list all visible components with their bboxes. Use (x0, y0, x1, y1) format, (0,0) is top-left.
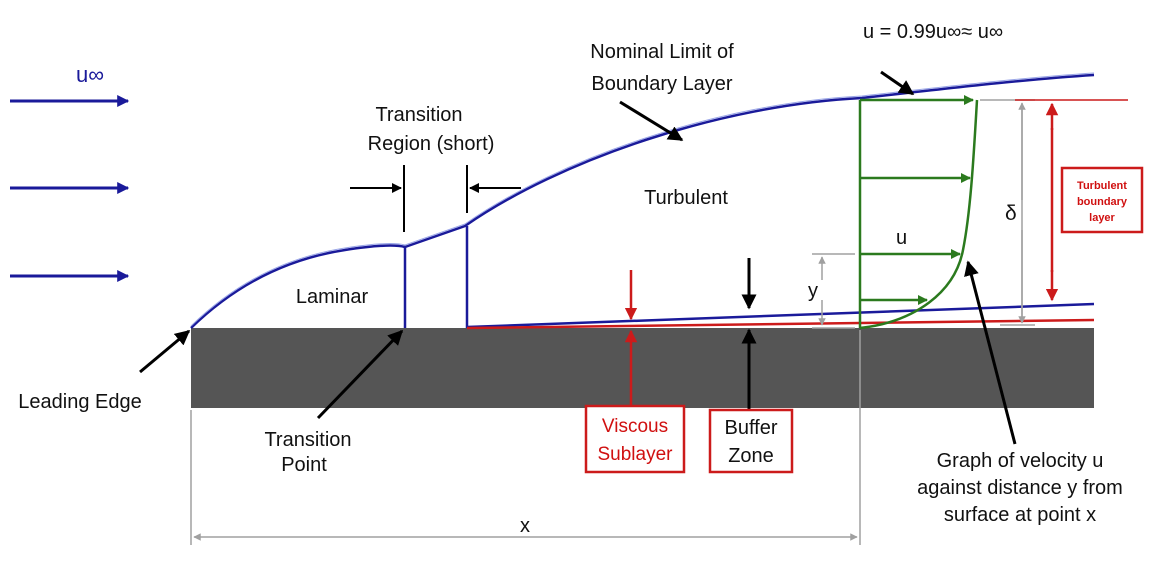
y-label: y (808, 280, 818, 302)
u-label: u (896, 227, 907, 249)
u-equation-pointer (880, 70, 915, 96)
viscous-sublayer-line (466, 318, 1095, 330)
buffer-zone-line (466, 302, 1095, 329)
transition-region-markers (350, 165, 521, 232)
viscous-sublayer-line1: Viscous (602, 416, 668, 437)
viscous-sublayer-box (584, 404, 686, 474)
pointer-arrows (139, 70, 1017, 445)
graph-caption-line1: Graph of velocity u (937, 450, 1104, 472)
transition-region-line2: Region (short) (368, 133, 495, 155)
transition-point-pointer (316, 329, 404, 420)
velocity-profile (858, 95, 979, 330)
y-dimension (812, 253, 855, 329)
turbulent-bl-box (1060, 166, 1144, 234)
x-dimension (190, 330, 861, 545)
u-infinity-label: u∞ (76, 62, 104, 87)
flat-plate (191, 328, 1094, 408)
nominal-limit-line2: Boundary Layer (591, 73, 733, 95)
graph-caption-line2: against distance y from (917, 477, 1123, 499)
nominal-limit-line1: Nominal Limit of (590, 41, 734, 63)
buffer-zone-box (708, 408, 794, 474)
leading-edge-label: Leading Edge (18, 391, 141, 413)
graph-caption-pointer (964, 260, 1017, 445)
u-equation-label: u = 0.99u∞≈ u∞ (863, 21, 1003, 43)
boundary-layer-edge-highlight (190, 72, 1095, 327)
nominal-limit-pointer (619, 100, 684, 142)
leading-edge-pointer (139, 329, 191, 374)
turbulent-bl-line1: Turbulent (1077, 180, 1127, 192)
buffer-zone-line2: Zone (728, 445, 774, 467)
viscous-sublayer-line2: Sublayer (598, 444, 674, 465)
transition-point-line2: Point (281, 454, 327, 476)
transition-point-line1: Transition (264, 429, 351, 451)
velocity-profile-curve (859, 99, 979, 330)
x-label: x (520, 515, 530, 537)
boundary-layer-edge (190, 73, 1095, 329)
transition-region-line1: Transition (375, 104, 462, 126)
laminar-label: Laminar (296, 286, 369, 308)
graph-caption-line3: surface at point x (944, 504, 1096, 526)
buffer-zone-line1: Buffer (725, 417, 778, 439)
turbulent-bl-dimension (1015, 99, 1128, 302)
turbulent-label: Turbulent (644, 187, 728, 209)
turbulent-bl-line3: layer (1089, 212, 1115, 224)
turbulent-bl-line2: boundary (1077, 196, 1128, 208)
delta-label: δ (1005, 202, 1017, 225)
freestream-arrows (10, 95, 130, 282)
